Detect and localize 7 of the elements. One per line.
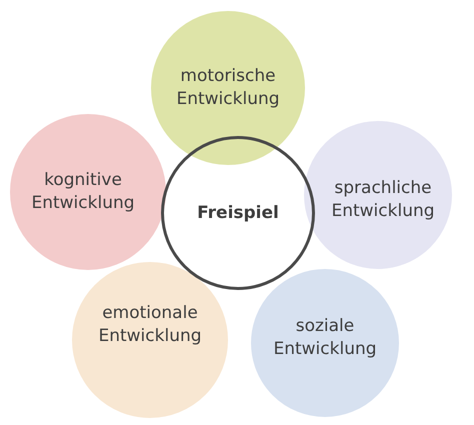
center-label: Freispiel	[197, 202, 279, 224]
category-label: kognitive Entwicklung	[30, 169, 136, 215]
category-label: soziale Entwicklung	[272, 315, 378, 361]
category-label: motorische Entwicklung	[175, 65, 281, 111]
center-circle	[161, 136, 315, 290]
category-label: sprachliche Entwicklung	[330, 177, 436, 223]
category-label: emotionale Entwicklung	[97, 302, 203, 348]
